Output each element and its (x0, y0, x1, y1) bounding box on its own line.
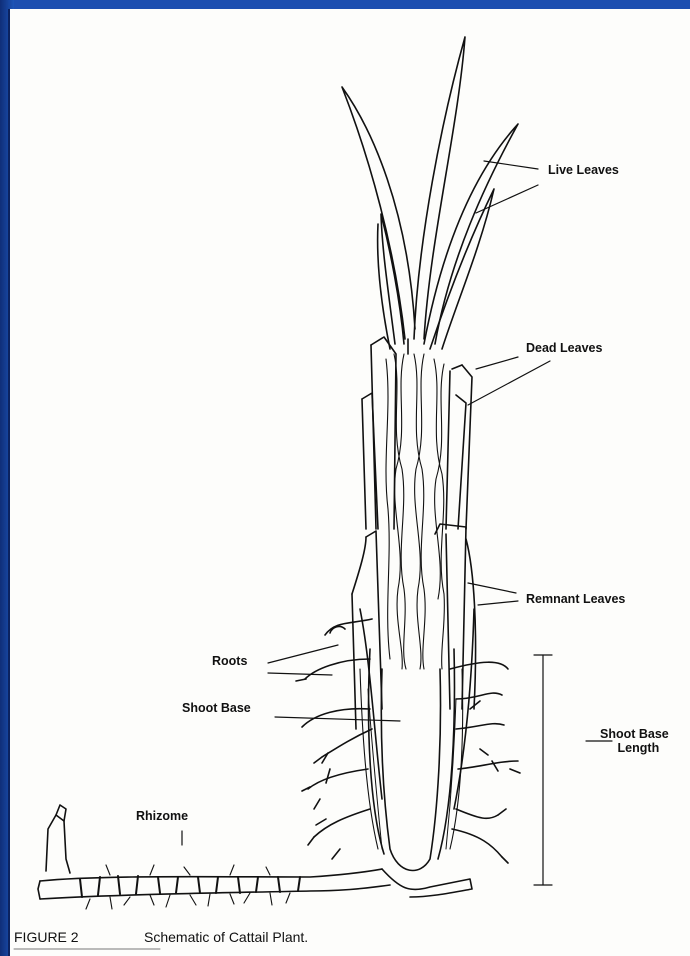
live-leaves-label: Live Leaves (548, 163, 619, 177)
rhizome (38, 805, 472, 909)
shoot-base-label: Shoot Base (182, 701, 251, 715)
figure-caption: Schematic of Cattail Plant. (144, 929, 308, 945)
shoot-base-length-line2: Length (600, 741, 669, 755)
shoot-base-length-line1: Shoot Base (600, 727, 669, 741)
cattail-plant-drawing (10, 9, 690, 956)
rhizome-label: Rhizome (136, 809, 188, 823)
figure-number: FIGURE 2 (14, 929, 79, 945)
remnant-leaves-label: Remnant Leaves (526, 592, 625, 606)
shoot-base-length-label: Shoot Base Length (600, 727, 669, 755)
roots-right (450, 662, 520, 863)
roots-left (296, 619, 372, 859)
roots-label: Roots (212, 654, 247, 668)
figure-page: Live Leaves Dead Leaves Remnant Leaves R… (10, 9, 690, 956)
dead-leaves-label: Dead Leaves (526, 341, 602, 355)
live-leaves (342, 37, 518, 354)
shoot-base (360, 649, 463, 870)
